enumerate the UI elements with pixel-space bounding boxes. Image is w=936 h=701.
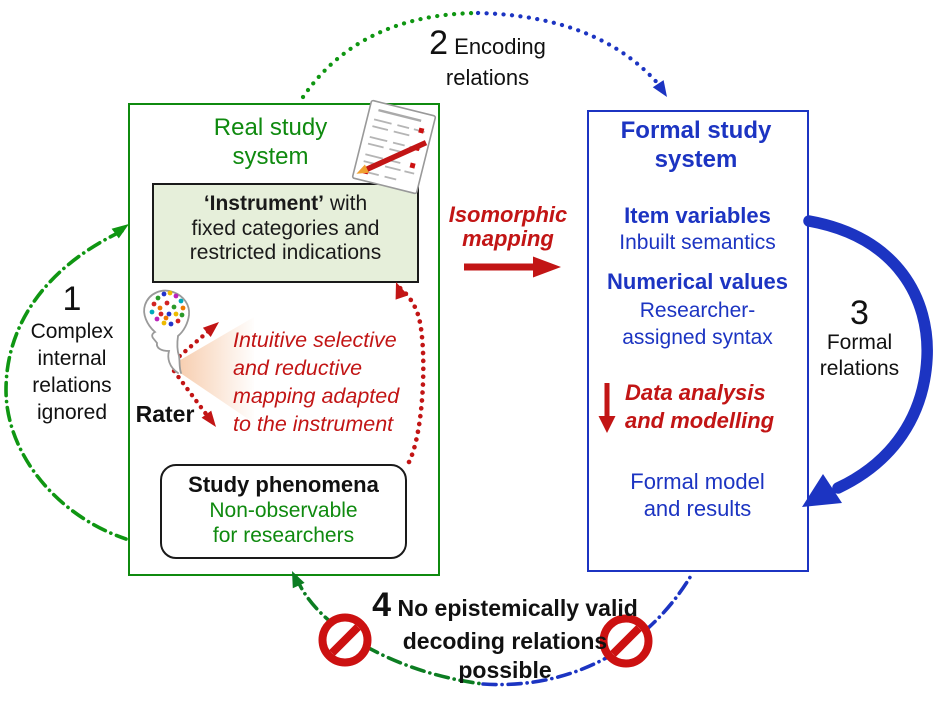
study-phenomena-box: Study phenomena Non-observable for resea… <box>160 464 407 559</box>
analysis-line1: Data analysis <box>625 380 766 405</box>
relation-1-number: 1 <box>62 280 82 318</box>
relation-1-line1: Complex <box>30 320 114 343</box>
intuitive-line4: to the instrument <box>233 412 394 436</box>
iso-line1: Isomorphic <box>448 202 568 227</box>
relation-2-word: Encoding <box>454 34 546 59</box>
relation-4-number: 4 <box>372 586 392 624</box>
relation-1-line2: internal <box>37 347 107 370</box>
relation-1-label: 1 Complex internal relations ignored <box>8 280 136 426</box>
instrument-bold-word: ‘Instrument’ <box>203 192 324 215</box>
relation-2-line2: relations <box>445 65 530 90</box>
instrument-rest: with <box>324 192 368 215</box>
relation-1-line3: relations <box>32 374 112 397</box>
item-variables-sub: Inbuilt semantics <box>619 231 776 254</box>
isomorphic-mapping-label: Isomorphic mapping <box>438 203 578 251</box>
relation-4-line2: decoding relations <box>402 628 608 654</box>
phenomena-line2: for researchers <box>212 524 355 547</box>
numerical-values-heading: Numerical values <box>607 269 788 294</box>
relation-4-label: 4 No epistemically valid decoding relati… <box>340 586 670 685</box>
isomorphic-mapping-arrow <box>464 256 561 278</box>
relation-2-number: 2 <box>429 24 449 62</box>
intuitive-line3: mapping adapted <box>233 384 400 408</box>
relation-3-number: 3 <box>850 294 869 332</box>
phenomena-line1: Non-observable <box>209 498 358 522</box>
formal-model-label: Formal model and results <box>600 468 795 522</box>
real-system-title: Real study system <box>213 114 328 170</box>
data-analysis-label: Data analysis and modelling <box>625 379 800 435</box>
intuitive-mapping-label: Intuitive selective and reductive mappin… <box>233 326 433 438</box>
item-variables-heading: Item variables <box>624 203 771 228</box>
relation-3-line2: relations <box>819 357 900 380</box>
relation-4-line3: possible <box>458 657 552 683</box>
numerical-values-sub: Researcher- assigned syntax <box>600 297 795 351</box>
intuitive-line2: and reductive <box>233 356 363 380</box>
phenomena-title: Study phenomena <box>188 472 379 497</box>
relation-4-line1: 4 No epistemically valid <box>340 586 670 627</box>
numerical-sub-line2: assigned syntax <box>622 326 773 349</box>
relation-3-label: 3 Formal relations <box>802 294 917 382</box>
rater-label: Rater <box>135 401 195 427</box>
formal-study-system-box <box>587 110 809 572</box>
relation-3-lines: Formal relations <box>802 330 917 382</box>
model-line2: and results <box>643 496 752 521</box>
instrument-line3: restricted indications <box>189 241 382 264</box>
numerical-sub-line1: Researcher- <box>639 299 756 322</box>
instrument-line2: fixed categories and <box>191 216 380 240</box>
instrument-line1: ‘Instrument’ with <box>154 192 417 217</box>
relation-1-line4: ignored <box>36 401 108 424</box>
analysis-line2: and modelling <box>625 408 775 433</box>
iso-line2: mapping <box>462 226 554 251</box>
formal-system-title: Formal study system <box>620 117 772 173</box>
relation-3-line1: Formal <box>826 331 893 354</box>
relation-4-text1: No epistemically valid <box>397 595 638 621</box>
model-line1: Formal model <box>630 469 765 494</box>
relation-2-line1: 2 Encoding <box>400 24 575 66</box>
relation-2-label: 2 Encoding relations <box>400 24 575 90</box>
intuitive-line1: Intuitive selective <box>233 328 397 352</box>
instrument-box: ‘Instrument’ with fixed categories and r… <box>152 183 419 283</box>
relation-1-lines: Complex internal relations ignored <box>8 318 136 426</box>
